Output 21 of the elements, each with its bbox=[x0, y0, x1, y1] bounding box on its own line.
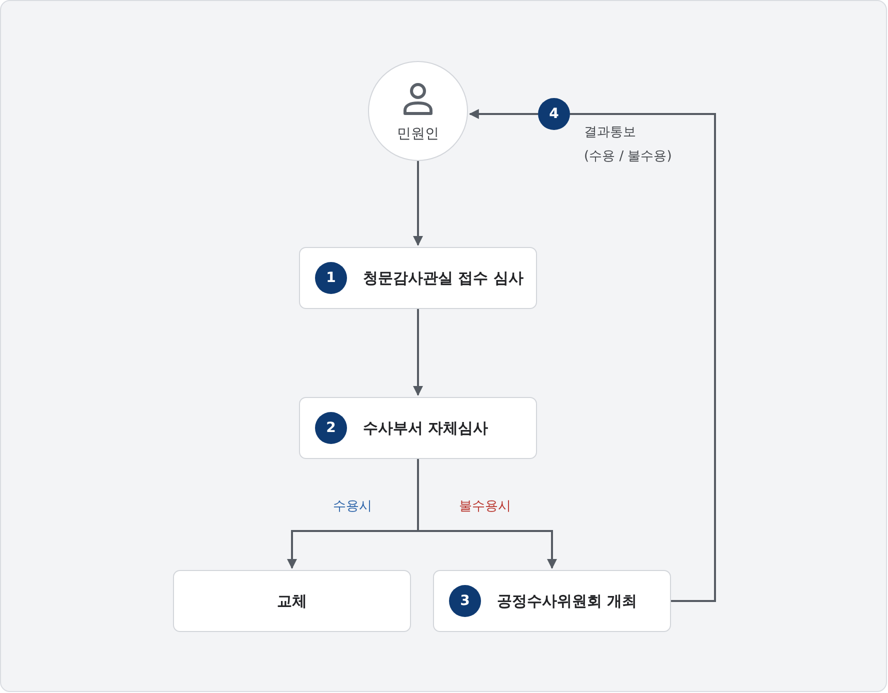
step-label: 청문감사관실 접수 심사 bbox=[363, 268, 524, 288]
step-label: 교체 bbox=[277, 591, 307, 611]
connector-line bbox=[570, 113, 716, 602]
edge-label: 불수용시 bbox=[459, 498, 511, 516]
actor-label: 민원인 bbox=[397, 125, 439, 144]
edge-label: 수용시 bbox=[333, 498, 372, 516]
step-caption: 결과통보 bbox=[584, 124, 636, 142]
arrow bbox=[413, 309, 423, 396]
step-label: 공정수사위원회 개최 bbox=[497, 591, 638, 611]
process-box bbox=[299, 247, 537, 309]
step-label: 수사부서 자체심사 bbox=[363, 418, 488, 438]
process-box bbox=[433, 570, 671, 632]
step-number: 3 bbox=[449, 585, 481, 617]
arrow bbox=[413, 161, 423, 246]
process-box bbox=[299, 397, 537, 459]
arrow bbox=[417, 459, 557, 569]
arrow bbox=[468, 109, 538, 119]
step-number: 1 bbox=[315, 262, 347, 294]
step-number: 2 bbox=[315, 412, 347, 444]
process-box bbox=[173, 570, 411, 632]
step-caption: (수용 / 불수용) bbox=[584, 148, 672, 166]
